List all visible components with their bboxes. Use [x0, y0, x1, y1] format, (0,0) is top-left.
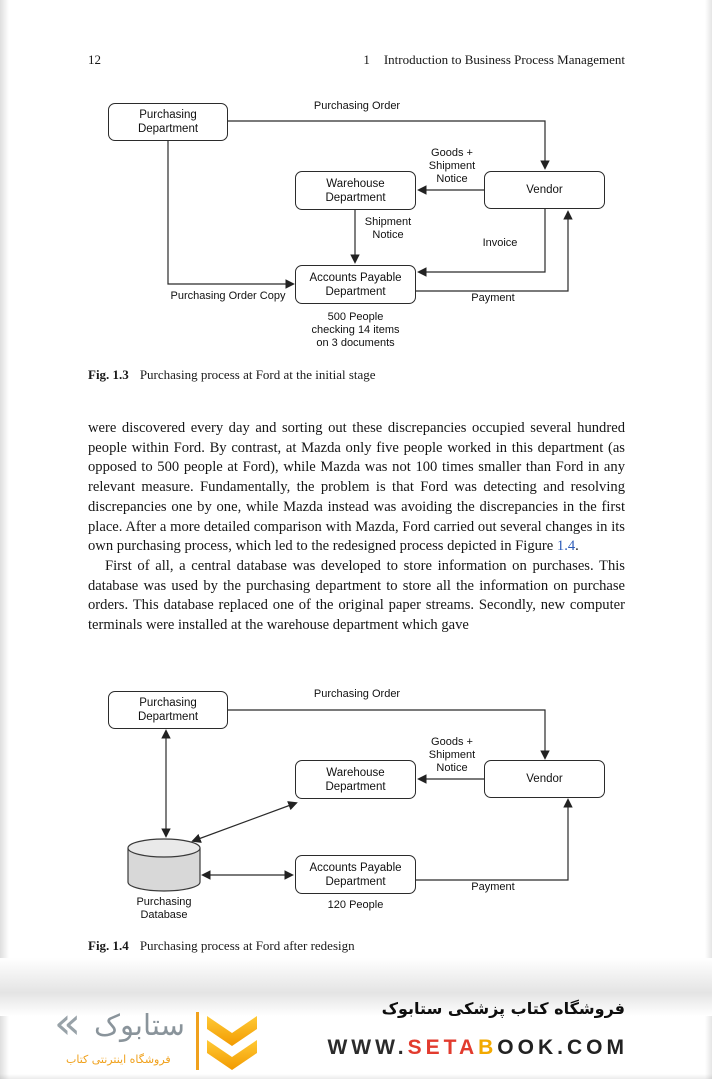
- fig13-node-warehouse-department: Warehouse Department: [295, 171, 416, 210]
- scan-edge-left: [0, 0, 9, 1079]
- fig14-note-120-people: 120 People: [327, 899, 384, 911]
- fig13-node-accounts-payable: Accounts Payable Department: [295, 265, 416, 304]
- fig13-node-purchasing-department: Purchasing Department: [108, 103, 228, 141]
- fig13-label-purchasing-order: Purchasing Order: [313, 100, 401, 112]
- fig14-caption-text: Purchasing process at Ford after redesig…: [139, 938, 355, 953]
- arrow-purchasing-order-copy: [167, 141, 295, 289]
- fig14-node-purchasing-department: Purchasing Department: [108, 691, 228, 729]
- fig13-label-shipment-notice: Shipment Notice: [364, 216, 412, 241]
- page-number: 12: [88, 52, 101, 67]
- fig13-node-vendor: Vendor: [484, 171, 605, 209]
- footer-url[interactable]: WWW.SETABOOK.COM: [327, 1036, 628, 1059]
- fig13-caption-label: Fig. 1.3: [88, 367, 129, 382]
- fig14-label-goods-shipment-notice: Goods + Shipment Notice: [428, 736, 476, 774]
- body-text: were discovered every day and sorting ou…: [88, 419, 625, 636]
- setabook-logo-name: ستابوک: [94, 1008, 185, 1042]
- fig13-label-invoice: Invoice: [482, 237, 518, 249]
- fig14-node-warehouse-department: Warehouse Department: [295, 760, 416, 799]
- scan-gradient-band: [0, 958, 712, 1016]
- fig13-note-500-people: 500 People checking 14 items on 3 docume…: [311, 311, 400, 349]
- fig13-connectors: [167, 120, 573, 292]
- setabook-logo-subtitle: فروشگاه اینترنتی کتاب: [66, 1053, 171, 1066]
- paragraph-1: were discovered every day and sorting ou…: [88, 419, 625, 557]
- paragraph-1-period: .: [575, 538, 579, 555]
- scan-edge-right: [705, 0, 712, 1079]
- figure-1-4-link[interactable]: 1.4: [556, 538, 576, 555]
- footer-tagline: فروشگاه کتاب پزشکی ستابوک: [381, 999, 625, 1018]
- arrow-payment: [416, 210, 573, 292]
- fig14-caption: Fig. 1.4 Purchasing process at Ford after…: [88, 938, 355, 954]
- fig14-node-accounts-payable: Accounts Payable Department: [295, 855, 416, 894]
- fig13-label-purchasing-order-copy: Purchasing Order Copy: [170, 290, 286, 302]
- fig14-label-purchasing-database: Purchasing Database: [136, 896, 192, 921]
- paragraph-1-text: were discovered every day and sorting ou…: [88, 420, 625, 555]
- fig13-label-payment: Payment: [471, 292, 515, 304]
- fig14-label-payment: Payment: [471, 881, 515, 893]
- arrow-database-warehouse: [191, 801, 298, 843]
- fig13-caption-text: Purchasing process at Ford at the initia…: [139, 367, 376, 382]
- fig14-caption-label: Fig. 1.4: [88, 938, 129, 953]
- arrow-purchasing-order: [228, 120, 550, 170]
- arrow-invoice: [417, 209, 546, 277]
- setabook-logo-mark-icon: [207, 1016, 257, 1070]
- setabook-logo-divider: [196, 1012, 199, 1070]
- database-cylinder-icon: [127, 838, 201, 892]
- arrow-purchasing-order: [228, 709, 550, 760]
- running-title: 1 Introduction to Business Process Manage…: [363, 52, 625, 68]
- arrow-payment: [416, 798, 573, 881]
- fig13-label-goods-shipment-notice: Goods + Shipment Notice: [428, 147, 476, 185]
- chapter-number: 1: [363, 52, 370, 67]
- fig14-label-purchasing-order: Purchasing Order: [313, 688, 401, 700]
- fig13-caption: Fig. 1.3 Purchasing process at Ford at th…: [88, 367, 376, 383]
- paragraph-2: First of all, a central database was dev…: [88, 557, 625, 634]
- chapter-title: Introduction to Business Process Managem…: [383, 52, 625, 67]
- setabook-logo-chevron-icon: «: [54, 998, 81, 1049]
- scan-edge-bottom: [0, 1074, 712, 1079]
- fig14-connectors: [127, 709, 573, 892]
- fig14-node-vendor: Vendor: [484, 760, 605, 798]
